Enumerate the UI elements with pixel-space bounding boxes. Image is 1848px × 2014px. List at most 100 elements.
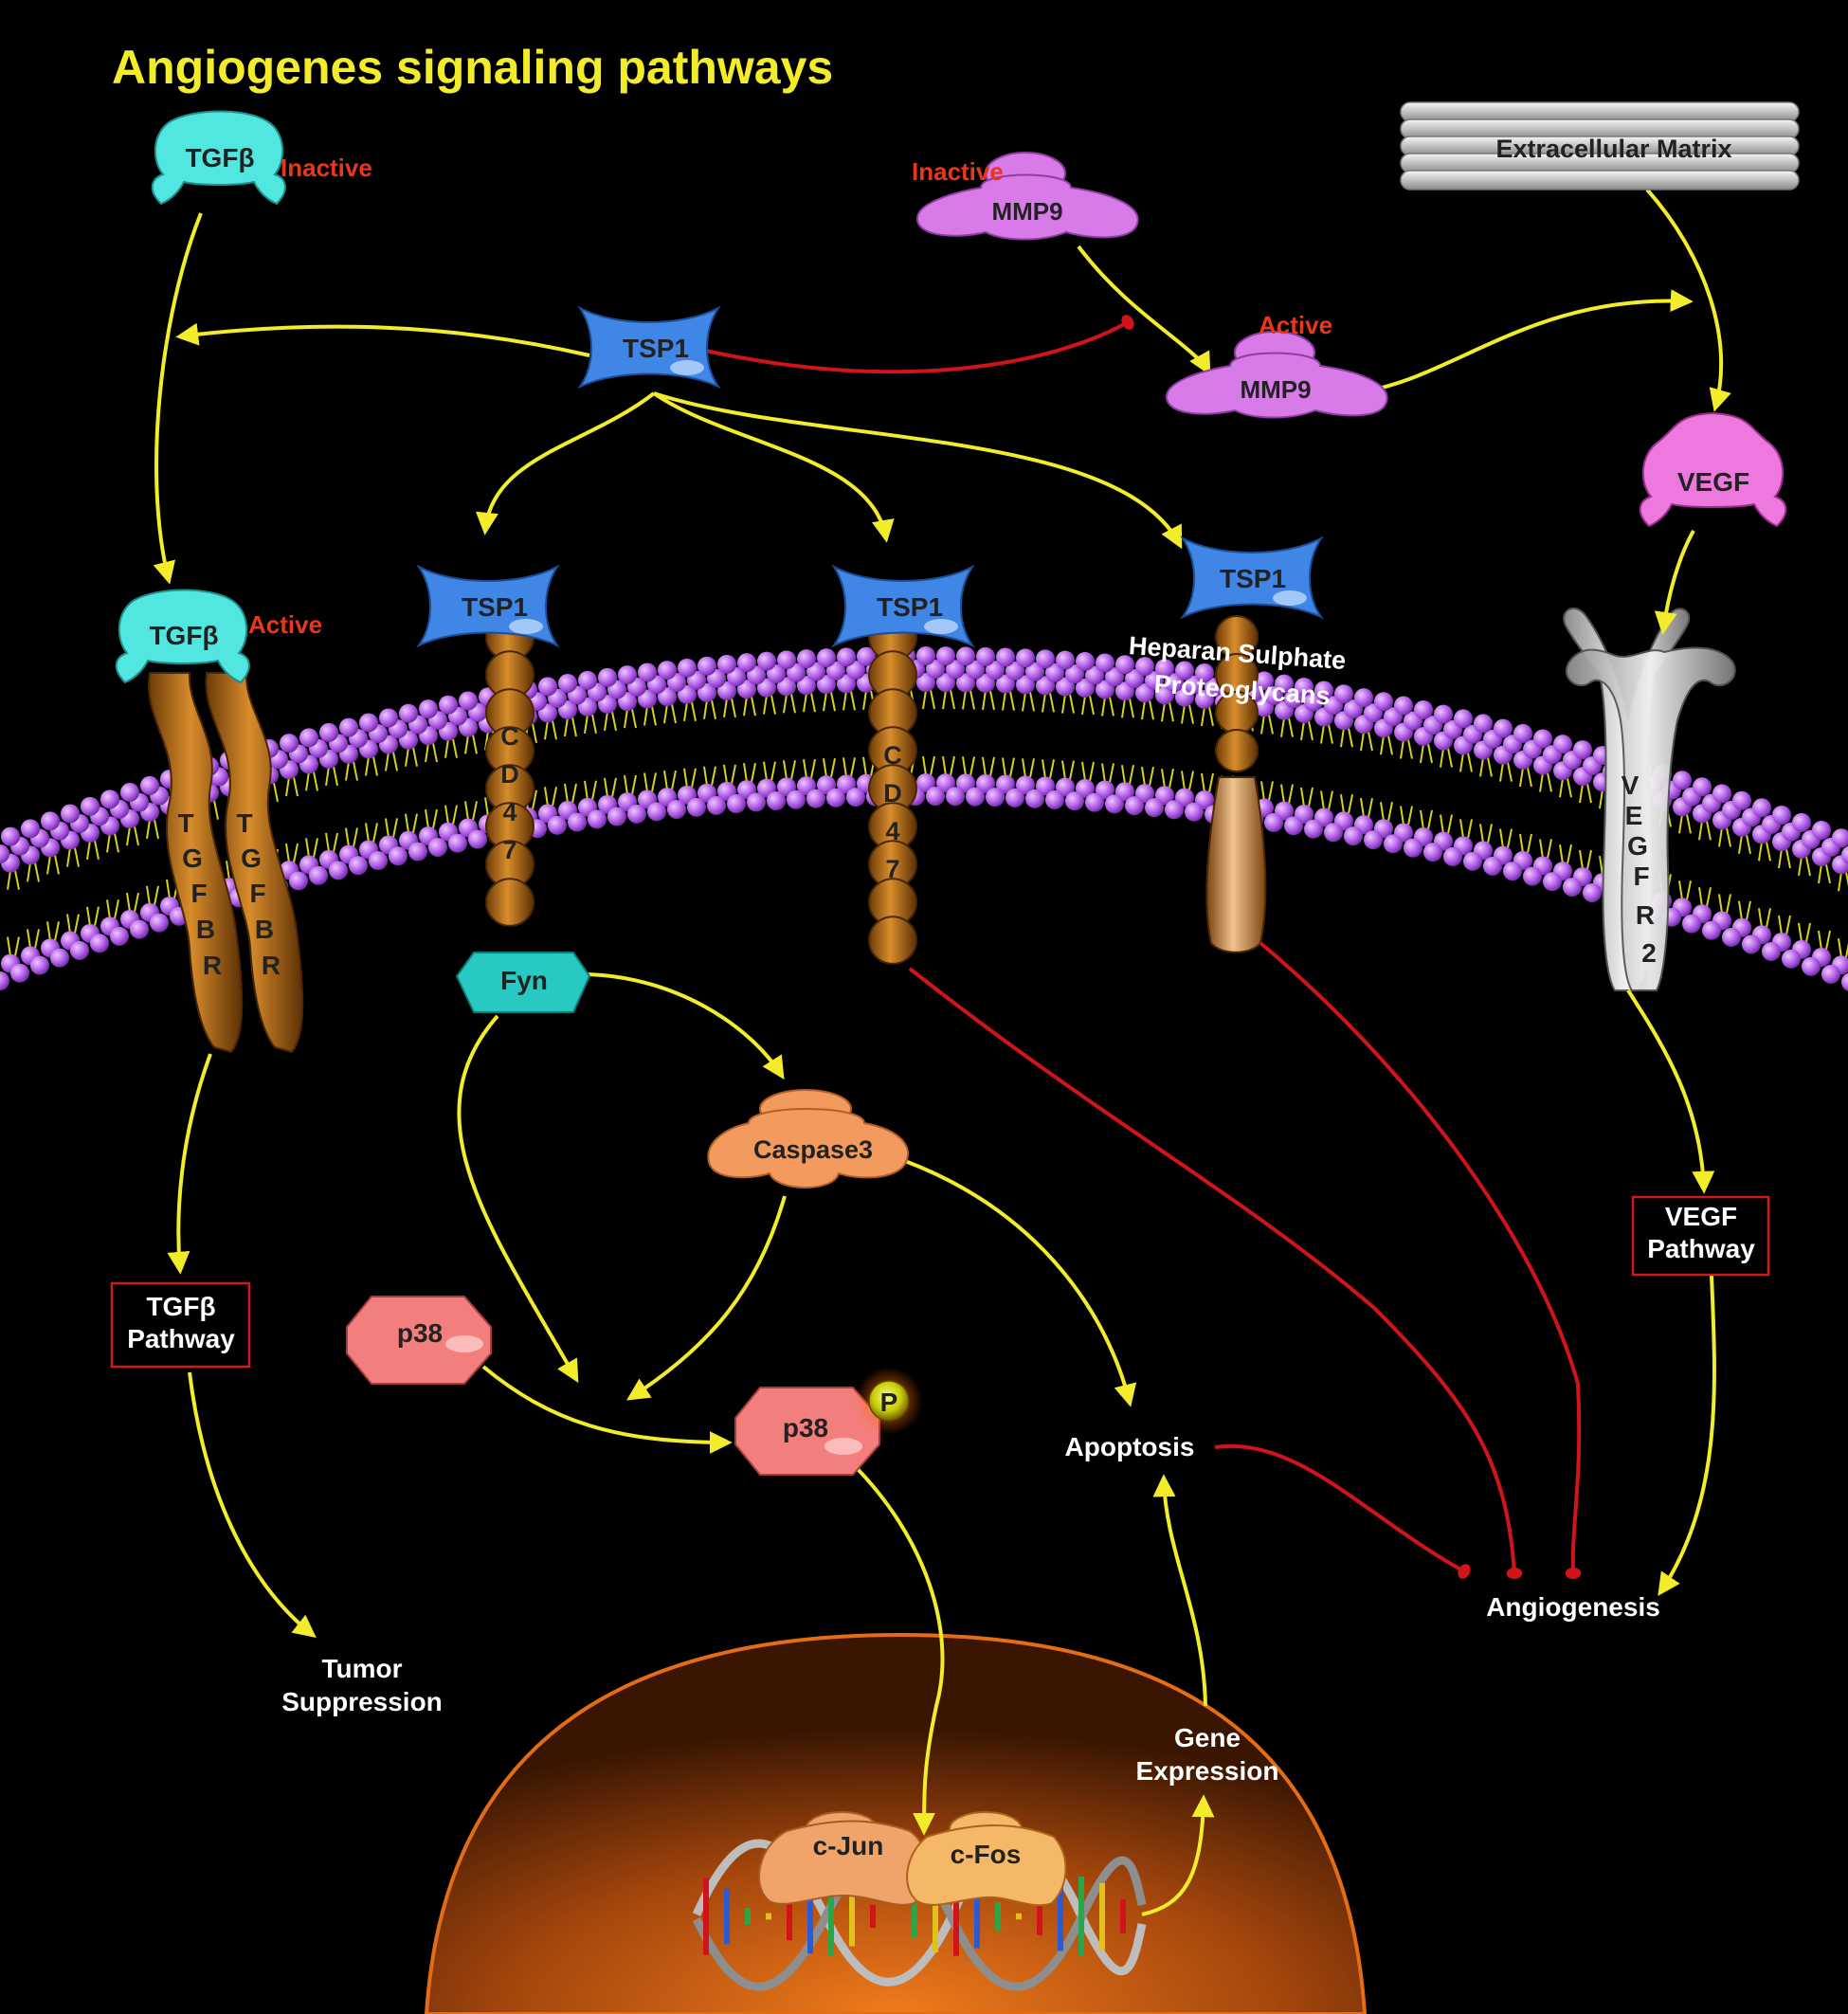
lipid-head xyxy=(339,717,358,737)
angiogenesis-label: Angiogenesis xyxy=(1486,1592,1660,1622)
lipid-head xyxy=(1076,651,1095,671)
lipid-head xyxy=(678,658,697,678)
fyn-label: Fyn xyxy=(500,966,548,995)
c-fos-node: c-Fos xyxy=(906,1811,1067,1907)
tgfbr-letter: B xyxy=(196,915,215,944)
arrow-fyn-to-caspase3 xyxy=(585,972,785,1080)
lipid-head xyxy=(1821,964,1840,984)
lipid-head xyxy=(757,678,776,698)
lipid-head xyxy=(379,708,398,728)
lipid-head xyxy=(1065,791,1084,811)
arrow-tsp1-to-cd47a xyxy=(475,391,656,535)
lipid-head xyxy=(1742,934,1761,954)
arrow-vegf-to-vegfr2 xyxy=(1654,530,1695,635)
lipid-head xyxy=(826,788,845,807)
phospho-group xyxy=(868,1380,910,1422)
lipid-head xyxy=(1105,667,1124,687)
vegf-node: VEGF xyxy=(1639,411,1787,528)
lipid-head xyxy=(667,799,686,819)
lipid-head xyxy=(976,773,995,793)
lipid-head xyxy=(41,811,60,831)
lipid-head xyxy=(727,794,746,814)
lipid-head xyxy=(1076,778,1095,798)
lipid-head xyxy=(110,926,129,946)
receptor-letter: 7 xyxy=(502,836,516,864)
lipid-head xyxy=(1165,800,1184,820)
lipid-head xyxy=(1712,784,1731,804)
lipid-head xyxy=(707,795,726,815)
lipid-head xyxy=(936,646,955,666)
lipid-head xyxy=(280,734,299,753)
lipid-head xyxy=(1006,788,1024,807)
page-title: Angiogenes signaling pathways xyxy=(112,41,833,94)
tsp1-free-node: TSP1 xyxy=(577,305,721,390)
lipid-head xyxy=(1125,796,1144,816)
lipid-head xyxy=(956,673,975,693)
lipid-head xyxy=(578,670,597,690)
arrow-p38-to-phospho xyxy=(481,1365,733,1454)
lipid-head xyxy=(1772,806,1791,826)
tgfb-pathway-box: TGFβ Pathway xyxy=(110,1281,251,1369)
lipid-head xyxy=(1384,834,1403,854)
lipid-head xyxy=(61,804,80,824)
arrow-p38-to-cjun xyxy=(851,1462,945,1836)
lipid-head xyxy=(349,856,368,876)
lipid-head xyxy=(966,660,985,680)
lipid-head xyxy=(1145,798,1164,818)
tsp1-hspg-label: TSP1 xyxy=(1220,564,1286,593)
lipid-head xyxy=(1423,843,1442,862)
receptor-domain xyxy=(485,878,534,927)
lipid-head xyxy=(359,713,378,733)
tumor-suppression-line2: Suppression xyxy=(281,1687,443,1716)
arrow-tsp1-to-tgfb xyxy=(175,322,590,357)
mmp9-inactive-state: Inactive xyxy=(912,157,1004,186)
lipid-head xyxy=(100,789,119,809)
lipid-head xyxy=(1334,684,1353,704)
lipid-head xyxy=(309,865,328,885)
tsp1-cd47b-node: TSP1 xyxy=(831,564,975,648)
lipid-head xyxy=(916,773,935,793)
vegf-pathway-box: VEGF Pathway xyxy=(1631,1195,1770,1277)
vegfr2-letter: E xyxy=(1625,801,1643,830)
lipid-head xyxy=(30,955,49,975)
lipid-head xyxy=(1364,830,1383,850)
lipid-head xyxy=(0,971,9,990)
lipid-head xyxy=(757,651,776,671)
lipid-head xyxy=(1115,782,1134,802)
lipid-head xyxy=(1841,972,1848,991)
lipid-head xyxy=(717,654,736,674)
lipid-head xyxy=(369,851,388,871)
lipid-head xyxy=(966,787,985,807)
lipid-head xyxy=(140,775,159,795)
lipid-head xyxy=(50,948,69,968)
lipid-head xyxy=(439,695,458,715)
lipid-head xyxy=(986,661,1005,680)
mmp9-active-node: MMP9 xyxy=(1165,331,1388,419)
lipid-head xyxy=(846,661,865,680)
lipid-head xyxy=(777,650,796,670)
lipid-head xyxy=(1264,812,1283,832)
inhibit-apoptosis-angiogenesis xyxy=(1214,1443,1471,1579)
tumor-suppression-line1: Tumor xyxy=(321,1654,402,1683)
tgfb-pathway-line2: Pathway xyxy=(127,1324,235,1353)
lipid-head xyxy=(698,656,716,676)
lipid-head xyxy=(1045,789,1064,809)
extracellular-matrix-node: Extracellular Matrix xyxy=(1400,101,1800,191)
lipid-head xyxy=(1752,798,1771,818)
lipid-head xyxy=(797,649,816,669)
mmp9-inactive-node: MMP9 xyxy=(915,152,1139,241)
lipid-head xyxy=(538,677,557,697)
lipid-head xyxy=(1025,662,1044,681)
inhibit-cd47-angiogenesis xyxy=(908,967,1523,1580)
lipid-head xyxy=(658,661,677,680)
lipid-head xyxy=(1762,941,1781,961)
lipid-head xyxy=(548,815,567,835)
fyn-node: Fyn xyxy=(455,952,591,1013)
lipid-head xyxy=(299,728,318,748)
tgfb-active-label: TGFβ xyxy=(149,621,218,650)
lipid-head xyxy=(389,846,408,866)
lipid-head xyxy=(1394,696,1413,716)
vegfr2-letter: V xyxy=(1622,771,1640,800)
